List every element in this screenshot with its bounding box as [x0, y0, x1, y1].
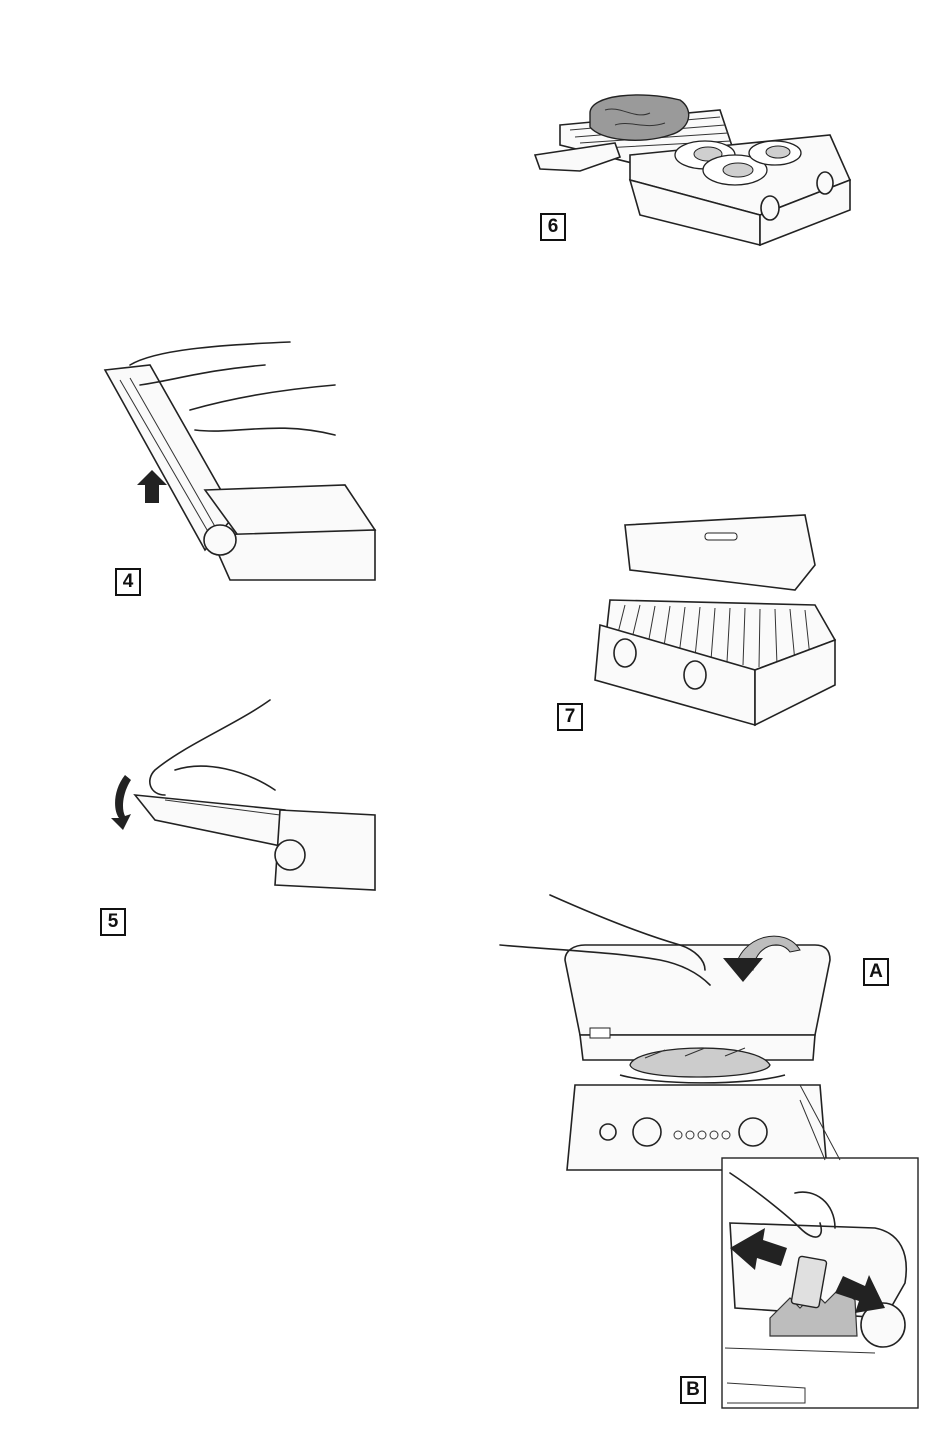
figure-A-label: A — [863, 958, 889, 986]
figure-B: B — [675, 1158, 920, 1413]
illustration-grill-closed — [555, 505, 840, 735]
illustration-close-lid-sandwich — [495, 890, 895, 1160]
figure-B-label: B — [680, 1376, 706, 1404]
figure-4-label: 4 — [115, 568, 141, 596]
figure-6-label: 6 — [540, 213, 566, 241]
figure-7-label: 7 — [557, 703, 583, 731]
arrow-rotate-down-icon — [111, 775, 131, 830]
figure-5: 5 — [95, 700, 380, 940]
figure-6: 6 — [520, 85, 860, 260]
figure-7: 7 — [555, 505, 840, 735]
steak-icon — [590, 95, 689, 140]
illustration-height-adjust-detail — [675, 1158, 920, 1413]
illustration-lift-plate — [95, 340, 380, 600]
illustration-lower-plate — [95, 700, 380, 900]
figure-4: 4 — [95, 340, 380, 600]
figure-A: A — [495, 890, 895, 1160]
illustration-grill-open-flat — [520, 85, 860, 260]
figure-5-label: 5 — [100, 908, 126, 936]
